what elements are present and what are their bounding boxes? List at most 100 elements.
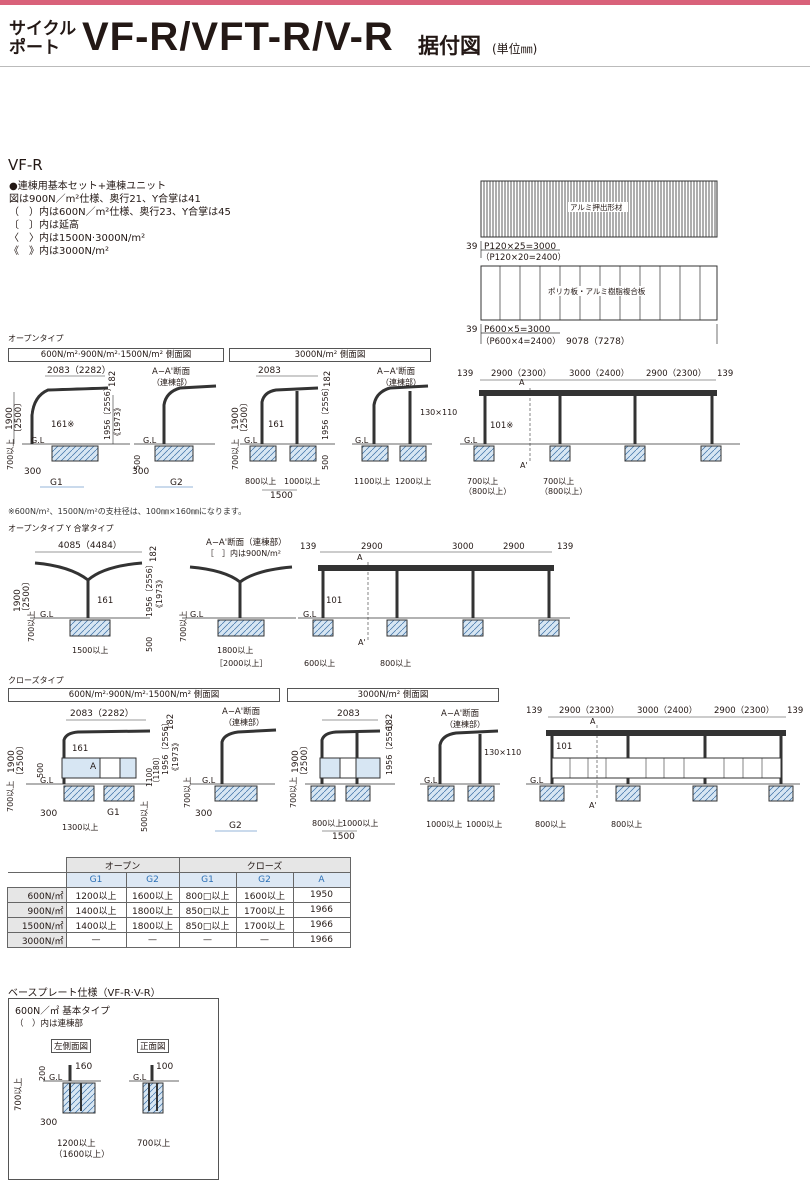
y-type-label: オープンタイプ Y 合掌タイプ: [8, 524, 114, 533]
y-gl-3: G.L: [303, 610, 317, 619]
y-top: 182: [149, 546, 159, 562]
open-gl-1: G.L: [31, 436, 45, 445]
y-base: 700以上: [27, 611, 36, 642]
page-subtitle: 据付図: [418, 34, 481, 58]
open-front-post: 101※: [490, 421, 513, 431]
y-a2-mark: A': [358, 638, 366, 647]
plan-pitch-1-alt: （P120×20=2400）: [481, 252, 566, 263]
y-d500: 500: [145, 637, 154, 652]
table-cell: 1600以上: [125, 887, 180, 903]
close-f1000b: 1000以上: [426, 820, 462, 829]
table-col-close-a: A: [292, 872, 351, 888]
table-cell: 1800以上: [125, 917, 180, 933]
close-3000-view-label: 3000N/m² 側面図: [287, 688, 499, 702]
y-span-4: 139: [557, 542, 573, 552]
plan-total-width: 9078（7278）: [566, 336, 630, 347]
table-cell: 1700以上: [235, 902, 294, 918]
table-cell: 1966: [292, 917, 351, 933]
open-height-2: 1956〔2556〕: [103, 383, 112, 440]
open-gl-3: G.L: [244, 436, 258, 445]
open-span-3: 2900（2300）: [646, 368, 706, 379]
close-d500: 500: [36, 763, 45, 778]
close-d300-2: 300: [195, 809, 212, 819]
table-cell: 1966: [292, 902, 351, 918]
open-span-1: 2900（2300）: [491, 368, 551, 379]
open-span-2: 3000（2400）: [569, 368, 629, 379]
open-top-1: 182: [108, 371, 118, 387]
close-height-1: 1900: [7, 750, 17, 773]
note-line: 《 》内は3000N/m²: [9, 246, 110, 257]
y-section: A−A'断面（連棟部） ［ ］内は900N/m² G.L 700以上 1800以…: [179, 537, 296, 668]
table-cell: 1600以上: [235, 887, 294, 903]
y-side-view: 4085（4484） 182 161 1900 〔2500〕 1956〔2556…: [13, 540, 164, 655]
y-aa2: ［ ］内は900N/m²: [206, 548, 281, 558]
plan-pitch-2: P600×5=3000: [484, 325, 551, 335]
close-beam: 130×110: [484, 748, 521, 757]
baseplate-note: （ ）内は連棟部: [15, 1019, 84, 1029]
baseplate-title: ベースプレート仕様（VF-R·V-R）: [8, 988, 161, 999]
unit-note: (単位㎜): [492, 42, 538, 56]
close-height-2: 1956〔2556〕: [161, 718, 170, 775]
table-cell: 1966: [292, 932, 351, 948]
close-f1300: 1300以上: [62, 823, 98, 832]
y-f2b: ［2000以上］: [215, 659, 267, 668]
note-line: （ ）内は600N／m²仕様、奥行23、Y合掌は45: [9, 207, 231, 218]
foundation-spec-table: オープン クローズ G1 G2 G1 G2 A 600N/㎡ 1200以上 16…: [7, 857, 351, 948]
close-span-1: 2900（2300）: [559, 705, 619, 716]
open-gl-4: G.L: [355, 436, 369, 445]
baseplate-gl-2: G.L: [133, 1073, 147, 1082]
open-f1500: 1500: [270, 491, 293, 501]
close-front-post: 101: [556, 742, 572, 752]
open-a2-mark: A': [520, 461, 528, 470]
table-cell: 1700以上: [235, 917, 294, 933]
close-side-view-1: 2083（2282） 182 161 A 1900 〔2500〕 500 110…: [6, 708, 180, 832]
baseplate-d100: 100: [156, 1062, 173, 1072]
open-renmune-1: （連棟部）: [152, 377, 192, 387]
table-row: 600N/㎡ 1200以上 1600以上 800□以上 1600以上 1950: [7, 887, 351, 903]
close-front-view: 139 2900（2300） 3000（2400） 2900（2300） 139…: [526, 705, 803, 829]
open-top-2: 182: [323, 371, 333, 387]
open-d300-2: 300: [132, 467, 149, 477]
close-height-1b: 〔2500〕: [15, 741, 26, 780]
table-cell: —: [125, 932, 180, 948]
baseplate-f1b: （1600以上）: [54, 1149, 110, 1160]
open-renmune-2: （連棟部）: [381, 377, 421, 387]
baseplate-side-label: 左側面図: [51, 1039, 92, 1053]
y-span-1: 2900: [361, 542, 383, 552]
footnote: ※600N/m²、1500N/m²の支柱径は、100㎜×160㎜になります。: [8, 507, 247, 516]
close-d300-1: 300: [40, 809, 57, 819]
close-height-4: 1956〔2556〕: [385, 718, 394, 775]
close-height-3b: 〔2500〕: [299, 741, 310, 780]
table-cell: 850□以上: [178, 902, 237, 918]
close-side-view-3000: 2083 182 1900 〔2500〕 1956〔2556〕 700以上 80…: [289, 709, 395, 842]
y-fr1: 600以上: [304, 659, 335, 668]
plan-edge-2: 39: [466, 325, 478, 335]
open-fr2: 700以上: [543, 477, 574, 486]
close-base-2: 700以上: [183, 777, 192, 808]
baseplate-f2: 700以上: [137, 1139, 171, 1149]
close-base-1: 700以上: [6, 781, 15, 812]
note-line: ●連棟用基本セット+連棟ユニット: [9, 181, 167, 192]
close-g1: G1: [107, 808, 120, 818]
close-height-2b: 《1973》: [171, 739, 180, 775]
y-height-2b: 《1973》: [155, 576, 164, 612]
y-height: 1900: [13, 589, 23, 612]
open-height-3: 1900: [231, 407, 241, 430]
close-side-view-label: 600N/m²·900N/m²·1500N/m² 側面図: [8, 688, 280, 702]
close-span-2: 3000（2400）: [637, 705, 697, 716]
open-d500-2: 500: [321, 455, 330, 470]
table-cell: 1950: [292, 887, 351, 903]
close-span-0: 139: [526, 706, 542, 716]
table-cell: 850□以上: [178, 917, 237, 933]
open-height-1: 1900: [5, 407, 15, 430]
open-d500-1: 500: [133, 455, 142, 470]
open-height-3b: 〔2500〕: [239, 398, 250, 437]
close-gl-4: G.L: [530, 776, 544, 785]
open-side-view-label: 600N/m²·900N/m²·1500N/m² 側面図: [8, 348, 224, 362]
open-d300-1: 300: [24, 467, 41, 477]
close-d1180: 〔1180〕: [152, 753, 161, 787]
note-line: 〔 〕内は延高: [9, 220, 79, 231]
brand-line-2: ポート: [9, 38, 60, 58]
open-aa-1: A−A'断面: [152, 366, 191, 377]
close-panel-a: A: [90, 762, 97, 772]
